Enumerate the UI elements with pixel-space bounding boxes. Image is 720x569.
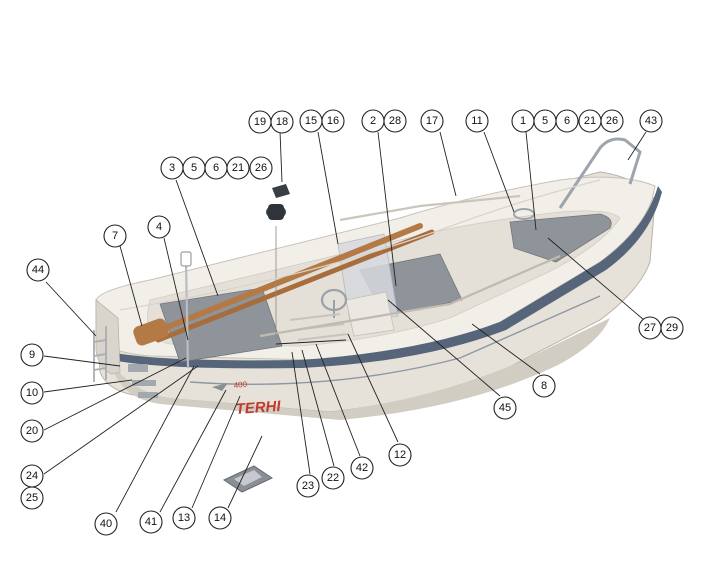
hull-model-number: 400 <box>233 380 248 390</box>
callout-1: 1 <box>511 109 535 133</box>
callout-20: 20 <box>20 419 44 443</box>
callout-29: 29 <box>660 316 684 340</box>
side-rail-port <box>339 194 521 222</box>
svg-text:10: 10 <box>26 387 38 399</box>
svg-text:45: 45 <box>499 402 511 414</box>
callout-43: 43 <box>639 109 663 133</box>
svg-text:26: 26 <box>255 162 267 174</box>
callout-12: 12 <box>388 443 412 467</box>
callout-24: 24 <box>20 464 44 488</box>
hull-brand-name: TERHI <box>235 398 282 418</box>
svg-text:22: 22 <box>327 472 339 484</box>
svg-text:11: 11 <box>471 115 482 127</box>
callout-labels: 19 18 15 16 2 28 17 11 1 5 6 21 26 43 3 … <box>20 109 684 536</box>
gunwale-trim <box>119 179 601 311</box>
svg-text:24: 24 <box>26 470 38 482</box>
callout-45: 45 <box>493 396 517 420</box>
svg-text:29: 29 <box>666 322 678 334</box>
callout-42: 42 <box>350 456 374 480</box>
callout-44: 44 <box>26 258 50 282</box>
bow-handrail <box>558 137 642 209</box>
svg-text:14: 14 <box>214 512 226 524</box>
svg-text:13: 13 <box>178 512 190 524</box>
stern-bracket <box>128 364 158 398</box>
callout-7: 7 <box>103 224 127 248</box>
callout-5-stern: 5 <box>182 156 206 180</box>
svg-text:12: 12 <box>394 449 406 461</box>
hull-shadow <box>110 318 610 420</box>
svg-text:19: 19 <box>254 116 266 128</box>
callout-25: 25 <box>20 486 44 510</box>
svg-text:41: 41 <box>145 516 157 528</box>
callout-41: 41 <box>139 510 163 534</box>
callout-16: 16 <box>321 109 345 133</box>
svg-text:28: 28 <box>389 115 401 127</box>
svg-text:8: 8 <box>541 380 547 392</box>
svg-text:18: 18 <box>276 116 288 128</box>
svg-text:2: 2 <box>370 115 376 127</box>
callout-3: 3 <box>160 156 184 180</box>
callout-10: 10 <box>20 381 44 405</box>
svg-text:42: 42 <box>356 462 368 474</box>
stern-ladder <box>93 326 107 382</box>
callout-40: 40 <box>94 512 118 536</box>
logo-swoosh <box>212 383 228 391</box>
callout-5-bow: 5 <box>533 109 557 133</box>
deck-plate <box>222 465 274 493</box>
hull-waterline <box>189 295 601 385</box>
svg-text:9: 9 <box>29 349 35 361</box>
callout-15: 15 <box>299 109 323 133</box>
svg-text:17: 17 <box>426 115 438 127</box>
callout-14: 14 <box>208 506 232 530</box>
callout-2: 2 <box>361 109 385 133</box>
callout-13: 13 <box>172 506 196 530</box>
svg-text:23: 23 <box>302 480 314 492</box>
svg-text:16: 16 <box>327 115 339 127</box>
stern-light <box>180 251 192 369</box>
hull-logo: TERHI 400 <box>212 380 282 418</box>
callout-18: 18 <box>270 110 294 134</box>
side-rail-starboard <box>259 254 561 338</box>
svg-text:26: 26 <box>606 115 618 127</box>
svg-text:4: 4 <box>156 221 162 233</box>
svg-text:5: 5 <box>542 115 548 127</box>
callout-6-stern: 6 <box>204 156 228 180</box>
svg-text:1: 1 <box>520 115 526 127</box>
callout-11: 11 <box>465 109 489 133</box>
callout-27: 27 <box>638 316 662 340</box>
callout-8: 8 <box>532 374 556 398</box>
leader-lines <box>43 130 647 513</box>
stern-seat <box>159 287 283 363</box>
steering-console <box>345 291 395 337</box>
svg-text:40: 40 <box>100 518 112 530</box>
svg-text:43: 43 <box>645 115 657 127</box>
svg-text:27: 27 <box>644 322 656 334</box>
svg-text:15: 15 <box>305 115 317 127</box>
callout-22: 22 <box>321 466 345 490</box>
callout-4: 4 <box>147 215 171 239</box>
svg-text:44: 44 <box>32 264 44 276</box>
drain-plug <box>266 184 290 340</box>
callout-21-stern: 21 <box>226 156 250 180</box>
callout-9: 9 <box>20 343 44 367</box>
callout-17: 17 <box>420 109 444 133</box>
svg-text:3: 3 <box>169 162 175 174</box>
svg-text:6: 6 <box>564 115 570 127</box>
boat-illustration <box>93 137 662 493</box>
svg-text:6: 6 <box>213 162 219 174</box>
svg-text:20: 20 <box>26 425 38 437</box>
callout-26-stern: 26 <box>249 156 273 180</box>
callout-23: 23 <box>296 474 320 498</box>
svg-text:25: 25 <box>26 492 38 504</box>
callout-28: 28 <box>383 109 407 133</box>
callout-21-bow: 21 <box>578 109 602 133</box>
svg-text:21: 21 <box>232 162 244 174</box>
callout-26-bow: 26 <box>600 109 624 133</box>
svg-text:21: 21 <box>584 115 596 127</box>
callout-19: 19 <box>248 110 272 134</box>
svg-text:7: 7 <box>112 230 118 242</box>
callout-6-bow: 6 <box>555 109 579 133</box>
svg-text:5: 5 <box>191 162 197 174</box>
